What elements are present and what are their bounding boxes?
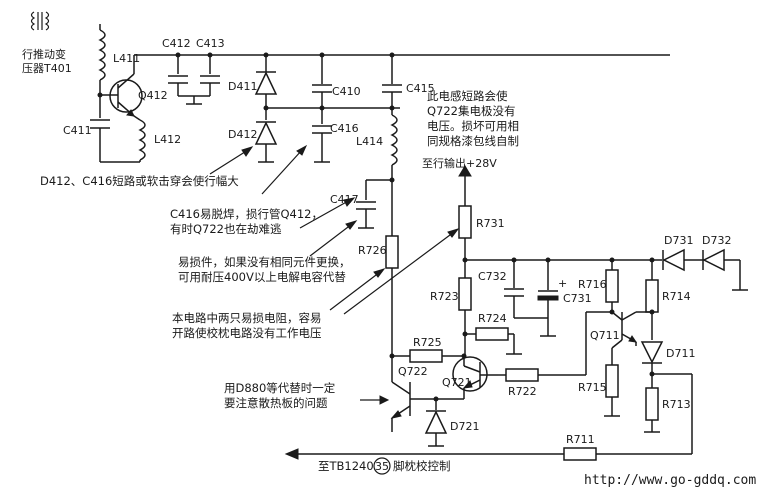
label-c732: C732 bbox=[478, 270, 507, 283]
pin-35-circle bbox=[373, 457, 391, 475]
resistor-r723 bbox=[458, 277, 472, 311]
label-q721: Q721 bbox=[442, 376, 472, 389]
diode-d411 bbox=[254, 71, 278, 95]
label-r724: R724 bbox=[478, 312, 507, 325]
transistor-q711 bbox=[621, 311, 652, 346]
capacitor-c413 bbox=[200, 75, 220, 84]
label-d721: D721 bbox=[450, 420, 479, 433]
label-r722: R722 bbox=[508, 385, 537, 398]
resistor-r725 bbox=[409, 349, 443, 363]
note-d880-1: 用D880等代替时一定 bbox=[224, 381, 336, 395]
label-r716: R716 bbox=[578, 278, 607, 291]
resistor-r711 bbox=[563, 447, 597, 461]
label-r725: R725 bbox=[413, 336, 442, 349]
diode-d711 bbox=[640, 341, 664, 364]
label-tb-pin: 35 bbox=[375, 460, 389, 473]
label-c410: C410 bbox=[332, 85, 361, 98]
label-tb-prefix: 至TB1240 bbox=[318, 459, 374, 473]
note-d412-c416: D412、C416短路或软击穿会使行幅大 bbox=[40, 174, 239, 188]
capacitor-c415 bbox=[382, 84, 402, 93]
capacitor-c732 bbox=[504, 288, 524, 297]
website-url: http://www.go-gddq.com bbox=[584, 473, 756, 488]
diode-d731 bbox=[662, 248, 685, 272]
label-t401b: 压器T401 bbox=[22, 62, 72, 75]
capacitor-c411 bbox=[90, 119, 110, 129]
resistor-r726 bbox=[385, 235, 399, 269]
note-l414-3: 电压。损坏可用相 bbox=[427, 119, 519, 133]
label-c415: C415 bbox=[406, 82, 435, 95]
capacitor-c416 bbox=[312, 125, 332, 134]
label-q711: Q711 bbox=[590, 329, 620, 342]
label-out28: 至行输出+28V bbox=[422, 156, 497, 170]
label-c411: C411 bbox=[63, 124, 92, 137]
note-c416-2: 有时Q722也在劫难逃 bbox=[170, 222, 282, 236]
label-c731: C731 bbox=[563, 292, 592, 305]
resistor-r722 bbox=[505, 368, 539, 382]
label-q722: Q722 bbox=[398, 365, 428, 378]
label-r731: R731 bbox=[476, 217, 505, 230]
note-easy-2: 可用耐压400V以上电解电容代替 bbox=[178, 270, 346, 284]
note-l414-4: 同规格漆包线自制 bbox=[427, 134, 519, 148]
resistor-r724 bbox=[475, 327, 509, 341]
note-l414-2: Q722集电极没有 bbox=[427, 104, 516, 118]
label-c413: C413 bbox=[196, 37, 225, 50]
label-c412: C412 bbox=[162, 37, 191, 50]
label-d711: D711 bbox=[666, 347, 695, 360]
note-easy-1: 易损件，如果没有相同元件更换， bbox=[178, 255, 351, 269]
transistor-q722 bbox=[390, 356, 436, 432]
transformer-t401 bbox=[30, 11, 50, 31]
label-l411: L411 bbox=[113, 52, 140, 65]
label-d412: D412 bbox=[228, 128, 257, 141]
resistor-r731 bbox=[458, 205, 472, 239]
label-q412: Q412 bbox=[138, 89, 168, 102]
label-r711: R711 bbox=[566, 433, 595, 446]
label-r713: R713 bbox=[662, 398, 691, 411]
label-l414: L414 bbox=[356, 135, 383, 148]
capacitor-c417 bbox=[356, 201, 376, 210]
inductor-l412 bbox=[138, 119, 146, 161]
resistor-r715 bbox=[605, 364, 619, 398]
transistor-q721 bbox=[452, 356, 498, 399]
note-l414-1: 此电感短路会使 bbox=[427, 89, 508, 103]
transistor-q412 bbox=[100, 73, 143, 117]
label-d732: D732 bbox=[702, 234, 731, 247]
inductor-l411 bbox=[98, 29, 106, 81]
diode-d721 bbox=[424, 410, 448, 434]
label-r714: R714 bbox=[662, 290, 691, 303]
label-l412: L412 bbox=[154, 133, 181, 146]
note-res-2: 开路使校枕电路没有工作电压 bbox=[172, 326, 322, 340]
capacitor-c412 bbox=[168, 75, 188, 84]
resistor-r713 bbox=[645, 387, 659, 421]
capacitor-c731 bbox=[537, 290, 559, 301]
label-t401: 行推动变 bbox=[22, 47, 66, 61]
label-c416: C416 bbox=[330, 122, 359, 135]
note-d880-2: 要注意散热板的问题 bbox=[224, 396, 328, 410]
label-r723: R723 bbox=[430, 290, 459, 303]
resistor-r716 bbox=[605, 269, 619, 303]
label-tb-suffix: 脚枕校控制 bbox=[393, 459, 451, 473]
label-plus: + bbox=[558, 277, 567, 290]
label-d731: D731 bbox=[664, 234, 693, 247]
inductor-l414 bbox=[390, 114, 398, 166]
note-res-1: 本电路中两只易损电阻，容易 bbox=[172, 311, 322, 325]
label-r726: R726 bbox=[358, 244, 387, 257]
resistor-r714 bbox=[645, 279, 659, 313]
note-c416-1: C416易脱焊，损行管Q412， bbox=[170, 207, 323, 221]
capacitor-c410 bbox=[312, 84, 332, 93]
diode-d412 bbox=[254, 121, 278, 145]
label-r715: R715 bbox=[578, 381, 607, 394]
diode-d732 bbox=[702, 248, 725, 272]
label-d411: D411 bbox=[228, 80, 257, 93]
